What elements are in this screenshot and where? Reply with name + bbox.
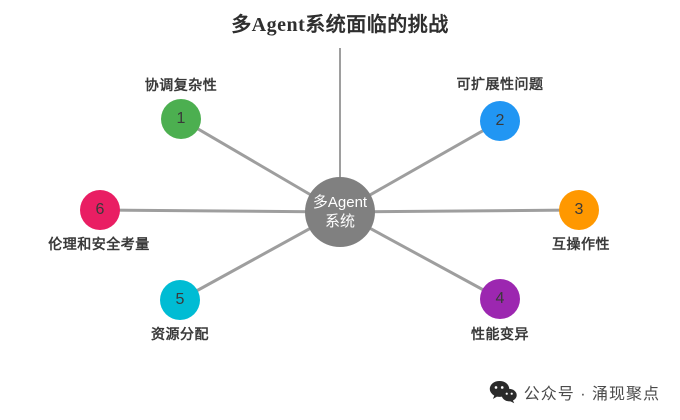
wechat-icon: [489, 380, 517, 404]
node-label-6: 伦理和安全考量: [48, 236, 150, 252]
node-circle-1: 1: [161, 99, 201, 139]
node-circle-4: 4: [480, 279, 520, 319]
node-label-5: 资源分配: [151, 326, 209, 342]
node-circle-3: 3: [559, 190, 599, 230]
node-circle-2: 2: [480, 101, 520, 141]
node-circle-5: 5: [160, 280, 200, 320]
center-node-line2: 系统: [324, 213, 355, 230]
node-label-2: 可扩展性问题: [456, 76, 544, 92]
footer-account-text: 公众号 · 涌现聚点: [523, 385, 660, 403]
node-label-1: 协调复杂性: [144, 77, 218, 93]
center-node: 多Agent 系统: [305, 177, 375, 247]
page-title: 多Agent系统面临的挑战: [231, 14, 449, 36]
node-label-3: 互操作性: [552, 236, 610, 252]
connector-node-6: [99, 208, 341, 214]
connector-node-3: [339, 208, 580, 214]
node-circle-6: 6: [80, 190, 120, 230]
footer-watermark: 公众号 · 涌现聚点: [489, 378, 660, 405]
center-node-line1: 多Agent: [312, 194, 368, 211]
node-label-4: 性能变异: [471, 326, 529, 342]
